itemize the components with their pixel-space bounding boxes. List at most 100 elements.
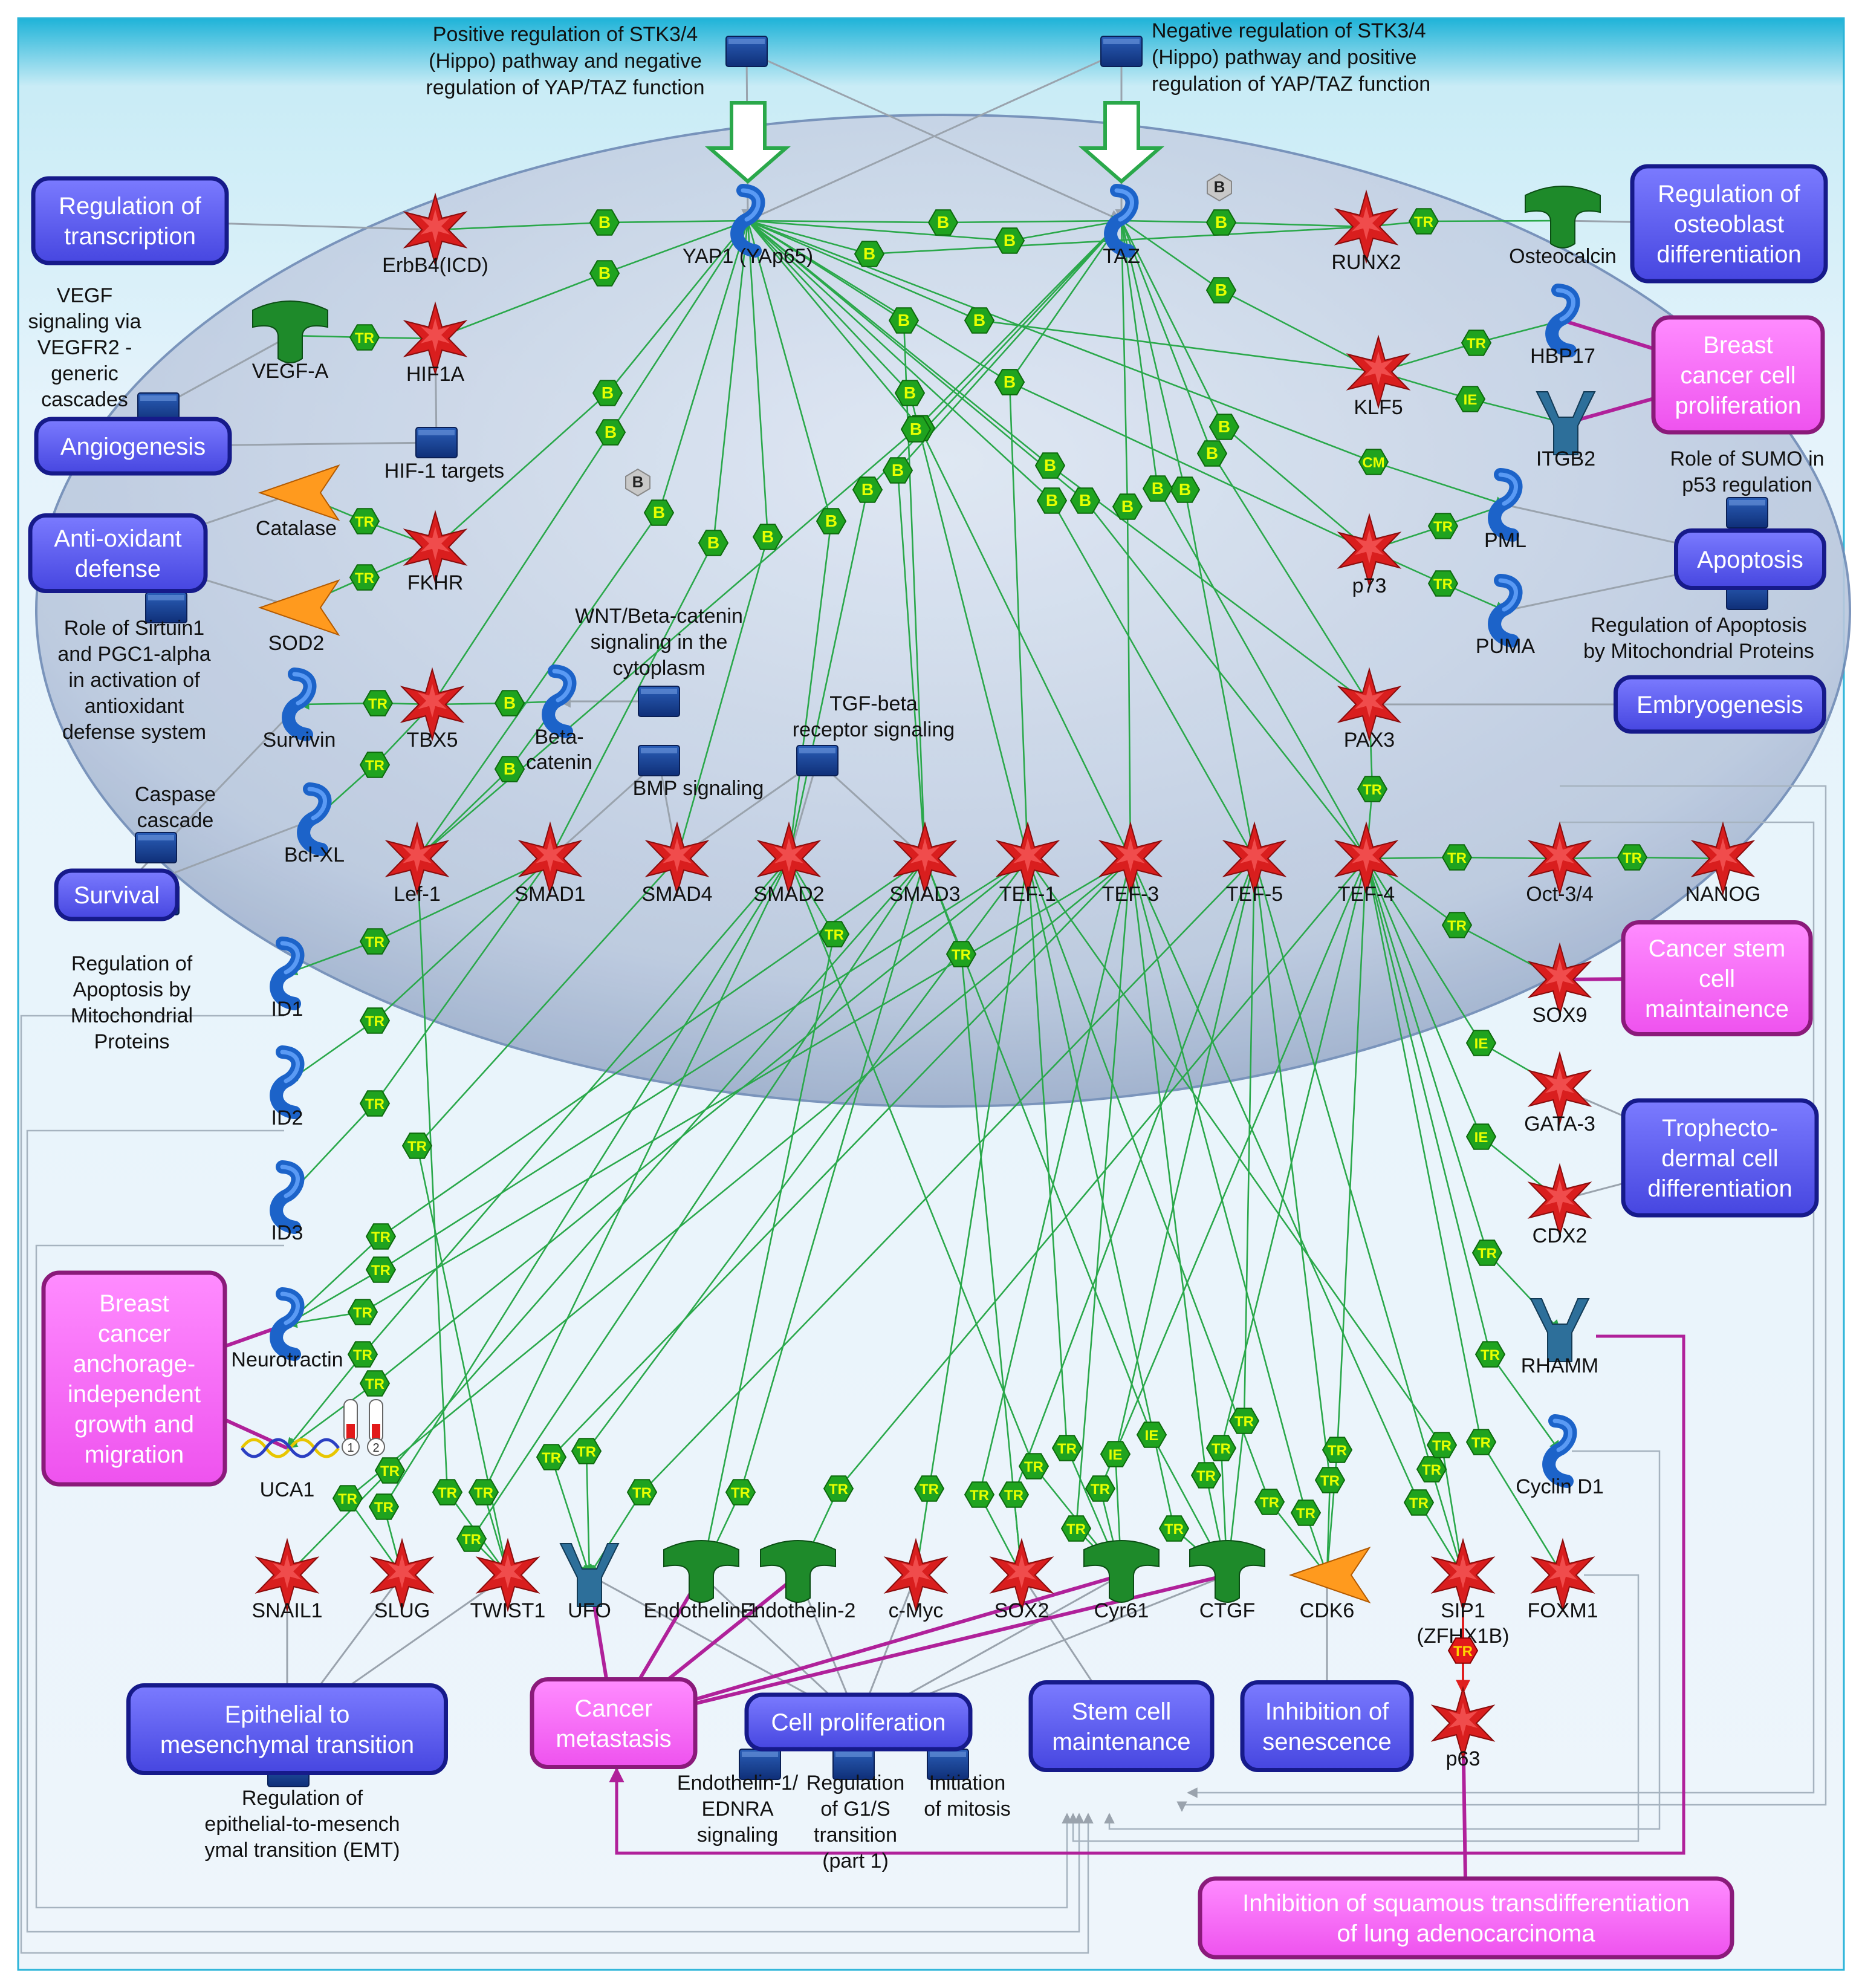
runx2-node[interactable]: RUNX2 [1331, 189, 1401, 274]
tef4-node[interactable]: TEF-4 [1334, 821, 1399, 906]
oct34-node[interactable]: Oct-3/4 [1526, 821, 1594, 906]
puma-node[interactable]: PUMA [1476, 574, 1536, 658]
snail1-node[interactable]: SNAIL1 [251, 1538, 323, 1622]
bclxl-node[interactable]: Bcl-XL [284, 782, 345, 866]
cdk6-node[interactable]: CDK6 [1288, 1547, 1371, 1622]
ufo-node[interactable]: UFO [559, 1543, 620, 1622]
survivin-node[interactable]: Survivin [263, 668, 336, 752]
osteocalcin-node[interactable]: Osteocalcin [1509, 186, 1617, 268]
positive-regulation-line-2: (Hippo) pathway and negative [429, 50, 702, 73]
p73-node[interactable]: p73 [1337, 513, 1402, 597]
itgb2-node[interactable]: ITGB2 [1536, 391, 1596, 470]
slug-node[interactable]: SLUG [369, 1538, 435, 1622]
sox2-node[interactable]: SOX2 [989, 1538, 1054, 1622]
proc-squamous[interactable]: Inhibition of squamous transdifferentiat… [1198, 1876, 1734, 1960]
map-pos-icon[interactable] [725, 36, 768, 67]
catalase-node[interactable]: Catalase [256, 464, 340, 540]
tef5-node[interactable]: TEF-5 [1222, 821, 1287, 906]
ctgf-node[interactable]: CTGF [1189, 1540, 1265, 1622]
fkhr-node[interactable]: FKHR [403, 510, 468, 594]
hbp17-node[interactable]: HBP17 [1530, 284, 1595, 368]
sox9-node[interactable]: SOX9 [1527, 942, 1592, 1027]
smad2-node[interactable]: SMAD2 [753, 821, 825, 906]
erbb4-node[interactable]: ErbB4(ICD) [382, 192, 488, 277]
smad1-node[interactable]: SMAD1 [514, 821, 586, 906]
vegfa-node[interactable]: VEGF-A [252, 300, 329, 383]
svg-text:TR: TR [1296, 1506, 1315, 1522]
neurotractin-node[interactable]: Neurotractin [231, 1287, 343, 1371]
map-hif1-icon[interactable]: HIF-1 targets [384, 427, 504, 482]
nanog-node[interactable]: NANOG [1685, 821, 1761, 906]
id2-node[interactable]: ID2 [270, 1045, 305, 1129]
tef1-node[interactable]: TEF-1 [995, 821, 1060, 906]
map-neg-icon[interactable] [1100, 36, 1143, 67]
hif1a-node[interactable]: HIF1A [403, 301, 468, 386]
id3-node[interactable]: ID3 [270, 1160, 305, 1244]
cmyc-node[interactable]: c-Myc [883, 1538, 949, 1622]
svg-text:TR: TR [338, 1491, 357, 1507]
badge-yap1-hif1a: B [589, 260, 620, 287]
proc-survival[interactable]: Survival [54, 868, 180, 921]
endothelin2-node[interactable]: Endothelin-2 [741, 1540, 856, 1622]
rhamm-node[interactable]: RHAMM [1521, 1298, 1598, 1377]
proc-angiogenesis[interactable]: Angiogenesis [34, 417, 232, 476]
smad3-node[interactable]: SMAD3 [889, 821, 961, 906]
sod2-label: SOD2 [268, 632, 325, 655]
badge-tef3-sox2: TR [964, 1481, 995, 1508]
yap1-node[interactable]: YAP1 (YAp65) [683, 184, 813, 268]
proc-squamous-label: Inhibition of squamous transdifferentiat… [1242, 1890, 1690, 1947]
pax3-node[interactable]: PAX3 [1337, 667, 1402, 752]
klf5-node[interactable]: KLF5 [1346, 334, 1411, 419]
id1-node[interactable]: ID1 [270, 937, 305, 1021]
smad3-label: SMAD3 [889, 883, 960, 906]
svg-text:TR: TR [1057, 1441, 1077, 1457]
map-bmp-icon[interactable]: BMP signaling [633, 745, 764, 800]
cyclind1-node[interactable]: Cyclin D1 [1516, 1414, 1604, 1498]
p63-node[interactable]: p63 [1430, 1686, 1496, 1770]
cyr61-node[interactable]: Cyr61 [1083, 1540, 1160, 1622]
taz-node[interactable]: TAZ [1103, 184, 1140, 268]
proc-apoptosis[interactable]: Apoptosis [1674, 528, 1826, 590]
lef1-node[interactable]: Lef-1 [384, 821, 450, 906]
badge-smad2-endothelin1: TR [819, 921, 850, 947]
betacatenin-node[interactable]: Beta-catenin [526, 664, 592, 774]
pml-node[interactable]: PML [1484, 468, 1526, 552]
foxm1-node[interactable]: FOXM1 [1527, 1538, 1598, 1622]
proc-cellprolif[interactable]: Cell proliferation [744, 1692, 973, 1752]
smad4-node[interactable]: SMAD4 [641, 821, 713, 906]
twist1-node[interactable]: TWIST1 [470, 1538, 546, 1622]
endothelin1-node[interactable]: Endothelin-1 [644, 1540, 759, 1622]
tef3-node[interactable]: TEF-3 [1098, 821, 1163, 906]
sod2-node[interactable]: SOD2 [258, 579, 340, 655]
gata3-node[interactable]: GATA-3 [1524, 1051, 1595, 1135]
badge-tef5-cdk6: TR [1314, 1467, 1346, 1493]
tbx5-node[interactable]: TBX5 [400, 667, 465, 752]
cdx2-node[interactable]: CDX2 [1527, 1163, 1592, 1247]
sip1-node[interactable]: SIP1(ZFHX1B) [1417, 1538, 1510, 1648]
proc-embryogenesis[interactable]: Embryogenesis [1614, 675, 1826, 734]
proc-apoptosis-label: Apoptosis [1697, 547, 1803, 573]
